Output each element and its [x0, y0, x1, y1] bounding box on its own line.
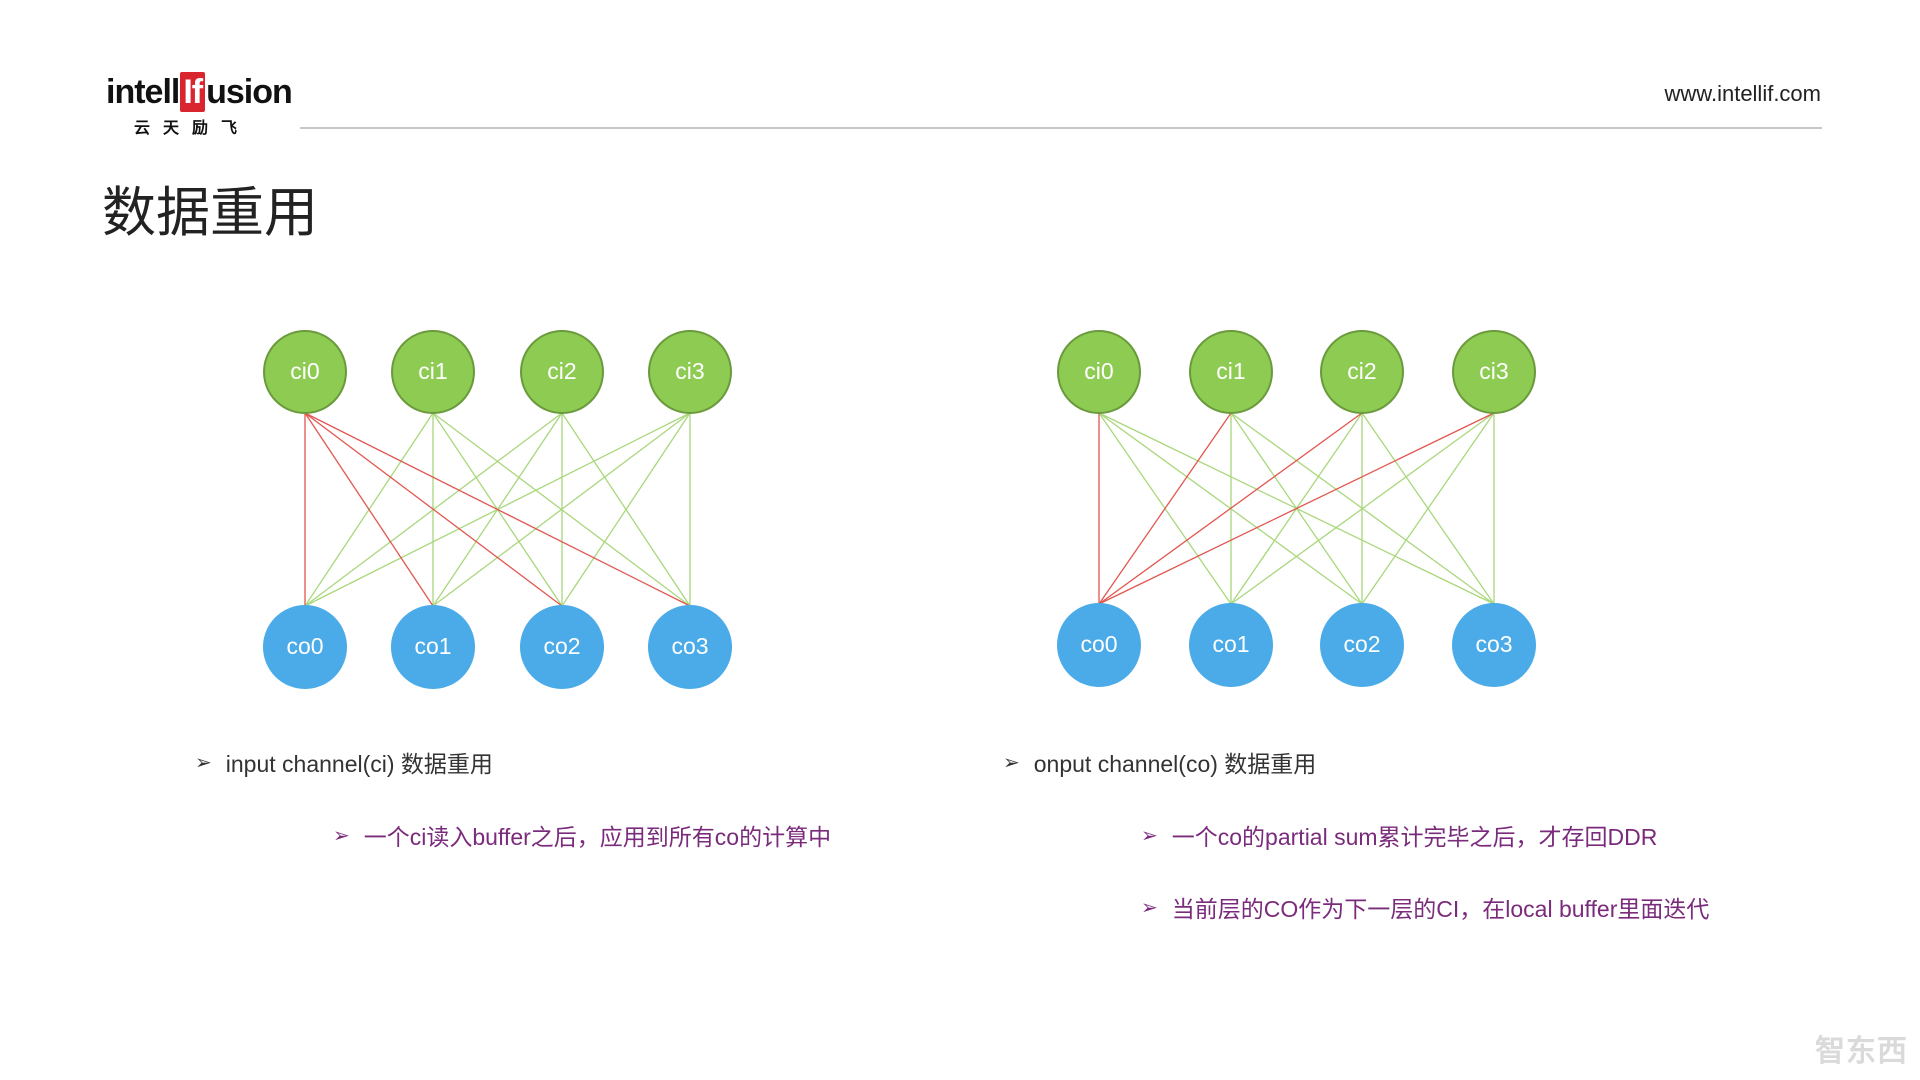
input-node-ci1	[1189, 330, 1273, 414]
input-node-ci0	[263, 330, 347, 414]
output-node-label-co1: co1	[1212, 631, 1249, 657]
input-node-label-ci2: ci2	[547, 358, 576, 384]
watermark-logo: 智东西	[1815, 1034, 1908, 1069]
output-node-co0	[263, 605, 347, 689]
output-node-label-co0: co0	[286, 633, 323, 659]
input-node-label-ci3: ci3	[675, 358, 704, 384]
input-node-label-ci0: ci0	[290, 358, 319, 384]
diagram-2: ci0 ci1 ci2 ci3 co0 co1 co2 co3	[1057, 330, 1536, 687]
edge-ci0-co1	[304, 412, 434, 607]
edge-ci0-co2	[304, 412, 563, 607]
edge-ci3-co1	[1230, 412, 1495, 605]
output-node-label-co3: co3	[1475, 631, 1512, 657]
edge-ci1-co0	[1098, 412, 1232, 605]
input-node-ci3	[648, 330, 732, 414]
input-node-label-ci1: ci1	[418, 358, 447, 384]
left-point-text: 一个ci读入buffer之后，应用到所有co的计算中	[363, 824, 832, 850]
logo-red-box: If	[180, 72, 206, 112]
diagram-1: ci0 ci1 ci2 ci3 co0 co1 co2 co3	[263, 330, 732, 689]
left-point-1: ➢ 一个ci读入buffer之后，应用到所有co的计算中	[333, 818, 831, 852]
output-node-label-co2: co2	[543, 633, 580, 659]
bullet-arrow-icon: ➢	[1141, 823, 1158, 847]
output-node-co2	[1320, 603, 1404, 687]
edge-ci2-co0	[1098, 412, 1363, 605]
input-node-ci2	[520, 330, 604, 414]
left-heading-bullet: ➢ input channel(ci) 数据重用	[195, 745, 493, 779]
bullet-arrow-icon: ➢	[1003, 750, 1020, 774]
output-node-label-co1: co1	[414, 633, 451, 659]
output-node-co0	[1057, 603, 1141, 687]
logo-suffix: usion	[206, 73, 293, 111]
input-node-ci2	[1320, 330, 1404, 414]
right-point-2: ➢ 当前层的CO作为下一层的CI，在local buffer里面迭代	[1141, 890, 1709, 924]
output-node-co1	[391, 605, 475, 689]
page-title: 数据重用	[102, 181, 318, 244]
edge-ci0-co3	[304, 412, 691, 607]
output-node-co1	[1189, 603, 1273, 687]
input-node-ci3	[1452, 330, 1536, 414]
input-node-label-ci1: ci1	[1216, 358, 1245, 384]
website-link[interactable]: www.intellif.com	[1664, 81, 1821, 106]
output-node-co3	[648, 605, 732, 689]
edge-ci3-co1	[432, 412, 691, 607]
output-node-label-co3: co3	[671, 633, 708, 659]
input-node-ci1	[391, 330, 475, 414]
input-node-label-ci2: ci2	[1347, 358, 1376, 384]
output-node-co2	[520, 605, 604, 689]
output-node-label-co0: co0	[1080, 631, 1117, 657]
right-point-text: 一个co的partial sum累计完毕之后，才存回DDR	[1171, 824, 1658, 850]
right-point-text: 当前层的CO作为下一层的CI，在local buffer里面迭代	[1171, 896, 1710, 922]
edge-ci3-co2	[561, 412, 691, 607]
logo-prefix: intell	[106, 73, 180, 111]
edge-ci3-co2	[1361, 412, 1495, 605]
left-heading-text: input channel(ci) 数据重用	[225, 751, 493, 777]
bullet-arrow-icon: ➢	[333, 823, 350, 847]
right-point-1: ➢ 一个co的partial sum累计完毕之后，才存回DDR	[1141, 818, 1657, 852]
input-node-ci0	[1057, 330, 1141, 414]
right-heading-bullet: ➢ onput channel(co) 数据重用	[1003, 745, 1316, 779]
input-node-label-ci0: ci0	[1084, 358, 1113, 384]
right-heading-text: onput channel(co) 数据重用	[1033, 751, 1317, 777]
input-node-label-ci3: ci3	[1479, 358, 1508, 384]
output-node-co3	[1452, 603, 1536, 687]
logo-chinese-name: 云天励飞	[134, 118, 251, 137]
output-node-label-co2: co2	[1343, 631, 1380, 657]
bullet-arrow-icon: ➢	[1141, 895, 1158, 919]
header-divider	[300, 127, 1822, 129]
edge-ci3-co0	[1098, 412, 1495, 605]
bullet-arrow-icon: ➢	[195, 750, 212, 774]
